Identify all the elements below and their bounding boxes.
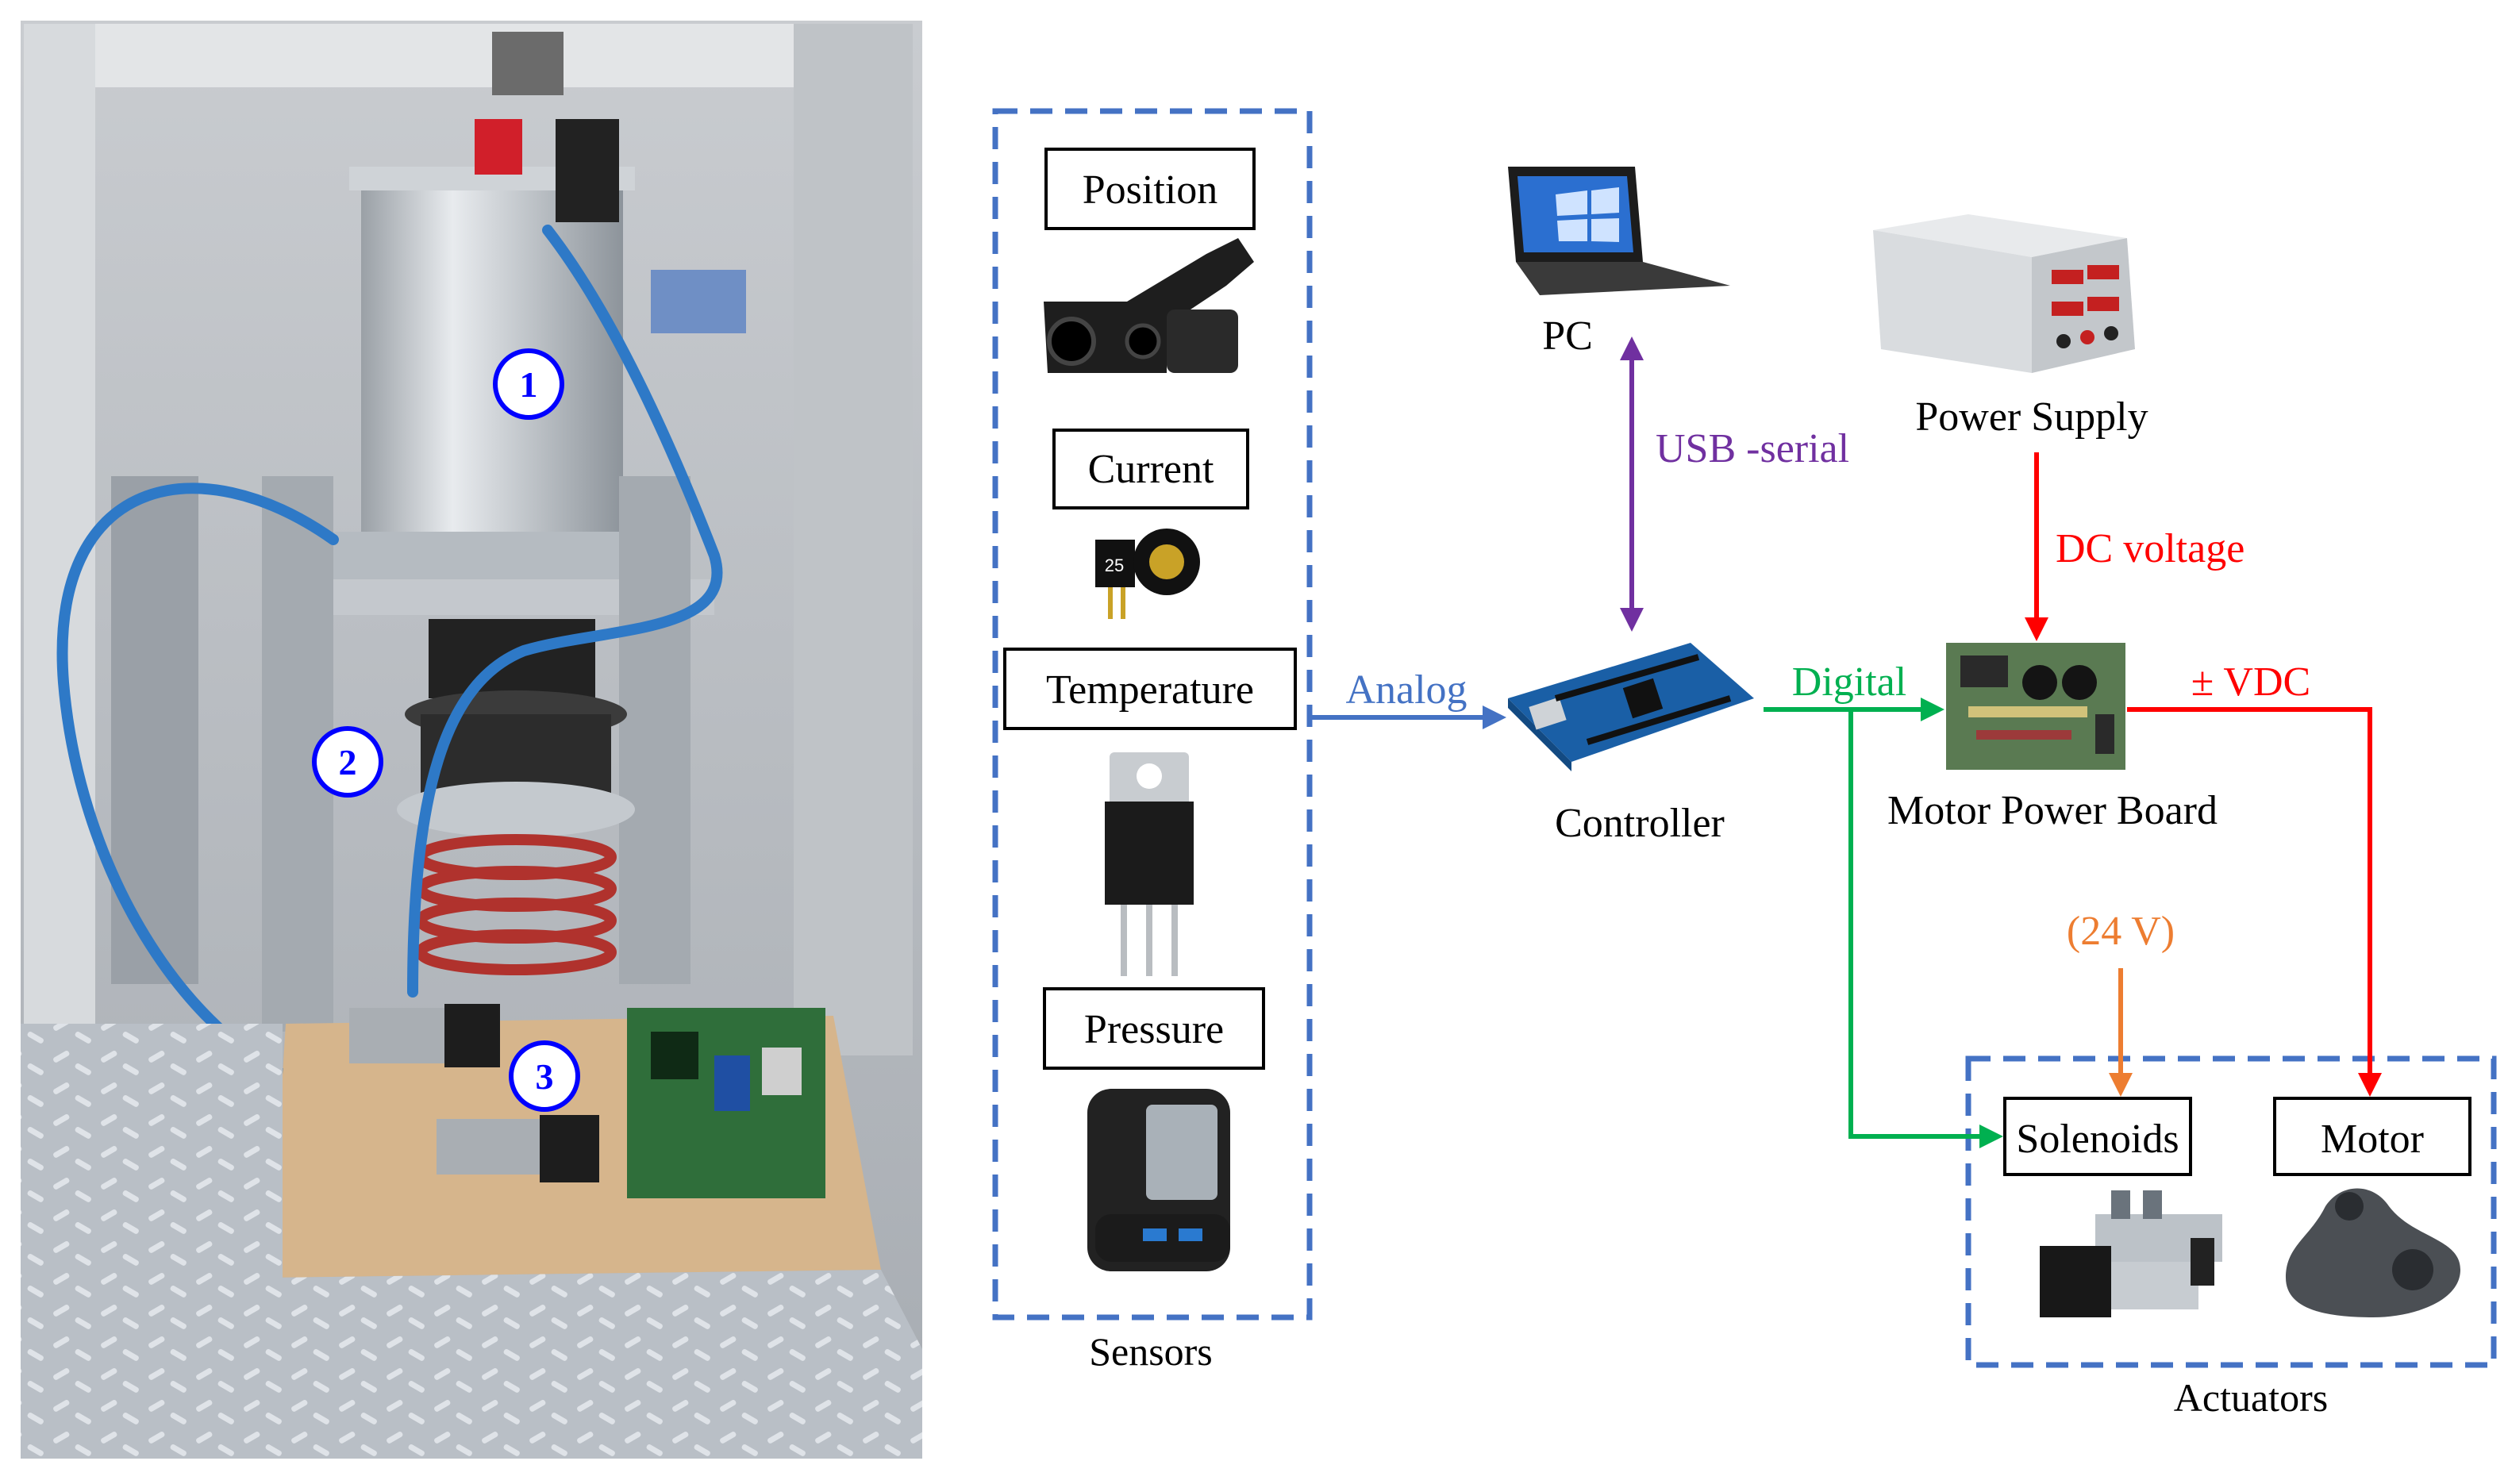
- pc-label: PC: [1542, 313, 1593, 359]
- current-label: Current: [1088, 447, 1214, 492]
- controller-block: Controller: [1508, 643, 1754, 846]
- actuators-group-label: Actuators: [2174, 1375, 2328, 1420]
- solenoid-valve-icon: [2040, 1190, 2222, 1317]
- power-supply-icon: [1873, 214, 2135, 373]
- motor-icon: [2286, 1188, 2460, 1317]
- solenoids-label: Solenoids: [2016, 1117, 2179, 1162]
- temperature-label-box: [1003, 648, 1297, 730]
- usb-serial-label: USB -serial: [1656, 426, 1849, 471]
- photo-marker-3: 3: [509, 1040, 580, 1112]
- photo-marker-2-label: 2: [339, 742, 357, 782]
- dc-voltage-label: DC voltage: [2056, 526, 2245, 571]
- photo-marker-3-label: 3: [536, 1056, 554, 1097]
- photo-marker-1-label: 1: [520, 364, 538, 405]
- test-bench-photo: 1 2 3: [21, 21, 922, 1459]
- laptop-icon: [1508, 167, 1730, 295]
- v24-label: (24 V): [2067, 909, 2175, 954]
- pressure-sensor-icon: [1087, 1089, 1230, 1271]
- current-sensor-marking: 25: [1105, 556, 1124, 575]
- motor-power-board-label: Motor Power Board: [1887, 788, 2218, 833]
- photo-marker-2: 2: [312, 726, 383, 798]
- photo-marker-1: 1: [493, 348, 564, 420]
- current-sensor-icon: 25: [1095, 529, 1200, 619]
- analog-label: Analog: [1345, 667, 1467, 713]
- motor-power-board-block: Motor Power Board: [1887, 643, 2218, 833]
- actuators-group: Actuators Solenoids Motor: [1965, 1055, 2497, 1420]
- motor-label: Motor: [2321, 1117, 2424, 1162]
- motor-label-box: [2273, 1097, 2471, 1176]
- power-supply-label: Power Supply: [1915, 394, 2148, 440]
- sensors-group: Sensors Position Current 25 Temperature: [992, 108, 1313, 1374]
- current-label-box: [1052, 429, 1249, 509]
- power-supply-block: Power Supply: [1873, 214, 2148, 440]
- vdc-arrow: [2127, 707, 2382, 1097]
- controller-label: Controller: [1555, 801, 1725, 846]
- pressure-label-box: [1043, 987, 1265, 1070]
- pressure-label: Pressure: [1084, 1007, 1224, 1052]
- solenoids-label-box: [2003, 1097, 2192, 1176]
- temperature-label: Temperature: [1046, 667, 1254, 713]
- sensors-dashed-box: [992, 108, 1313, 1321]
- digital-label: Digital: [1792, 659, 1906, 705]
- vdc-label: ± VDC: [2191, 659, 2310, 705]
- digital-to-solenoids-arrow: [1848, 709, 2003, 1148]
- position-label: Position: [1083, 167, 1218, 213]
- temperature-sensor-icon: [1105, 752, 1194, 976]
- pc-block: PC: [1508, 167, 1730, 359]
- arduino-board-icon: [1508, 643, 1754, 771]
- actuators-dashed-box: [1965, 1055, 2497, 1368]
- position-label-box: [1044, 148, 1256, 230]
- power-board-icon: [1946, 643, 2125, 770]
- position-sensor-icon: [1044, 238, 1254, 373]
- sensors-group-label: Sensors: [1089, 1329, 1213, 1374]
